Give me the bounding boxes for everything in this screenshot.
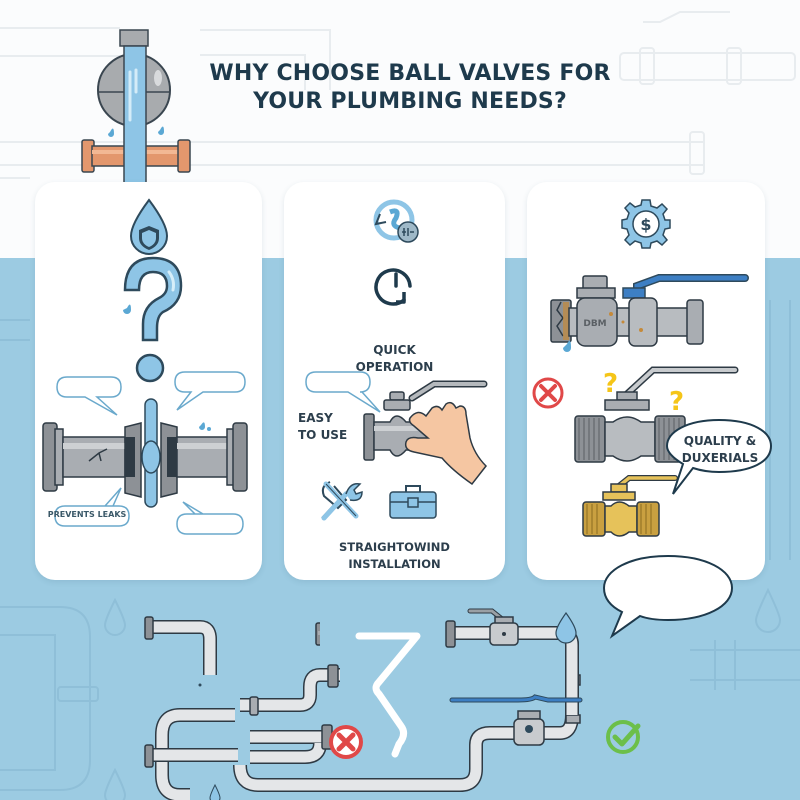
wrench-screwdriver-icon xyxy=(321,481,363,521)
installation-line-2: INSTALLATION xyxy=(348,557,441,571)
page-title-line-2: YOUR PLUMBING NEEDS? xyxy=(253,89,567,114)
quality-speech-bubble xyxy=(665,418,773,495)
water-drop-shield-icon xyxy=(129,198,169,255)
page-title: WHY CHOOSE BALL VALVES FOR YOUR PLUMBING… xyxy=(180,60,640,116)
quality-line-2: DUXERIALS xyxy=(681,451,759,465)
pipe-comparison-scene xyxy=(144,608,583,800)
zigzag-arrow xyxy=(355,632,421,758)
clock-icon xyxy=(374,268,412,306)
card-ease-of-use: QUICK OPERATION EASY TO USE STRAIGHTOWIN… xyxy=(284,182,505,580)
easy-to-use-line-1: EASY xyxy=(298,411,333,425)
svg-text:?: ? xyxy=(669,387,684,417)
error-x-icon xyxy=(532,377,564,409)
broken-pipes-x-icon xyxy=(329,725,363,759)
easy-to-use-line-2: TO USE xyxy=(298,428,348,442)
empty-speech-bubble xyxy=(602,554,734,639)
easy-to-use-label: EASY TO USE xyxy=(298,410,358,444)
speech-bubble-prevents-leaks xyxy=(54,487,130,527)
svg-text:$: $ xyxy=(640,215,651,234)
svg-text:DBM: DBM xyxy=(583,319,606,329)
quality-line-1: QUALITY & xyxy=(683,434,757,448)
broken-pipe-illustration xyxy=(42,398,248,508)
toolbox-icon xyxy=(389,485,437,519)
speech-bubble-top-left xyxy=(56,376,122,416)
rotate-valve-icon xyxy=(373,199,419,243)
page-title-line-1: WHY CHOOSE BALL VALVES FOR xyxy=(209,61,611,86)
installation-line-1: STRAIGHTOWIND xyxy=(339,540,450,554)
question-mark-icon xyxy=(123,256,183,383)
brass-ball-valve xyxy=(582,475,678,537)
speech-bubble-easy xyxy=(305,371,381,413)
quality-bubble-text: QUALITY & DUXERIALS xyxy=(677,433,763,467)
installation-label: STRAIGHTOWIND INSTALLATION xyxy=(284,539,505,573)
hero-ball-valve-illustration xyxy=(81,29,191,187)
card-leak-prevention: PREVENTS LEAKS xyxy=(35,182,262,580)
quick-operation-line-2: OPERATION xyxy=(355,360,434,374)
hand-turning-valve-illustration xyxy=(363,380,488,486)
svg-text:?: ? xyxy=(603,369,618,399)
working-pipes-check-icon xyxy=(606,720,641,754)
quick-operation-line-1: QUICK xyxy=(373,343,416,357)
speech-bubble-top-right xyxy=(174,371,246,411)
rusted-ball-valve: DBM xyxy=(550,274,749,352)
prevents-leaks-label: PREVENTS LEAKS xyxy=(47,510,127,519)
card-cost-quality: $ DBM ? ? QUALI xyxy=(527,182,773,580)
speech-bubble-bottom-right xyxy=(176,501,244,535)
quick-operation-heading: QUICK OPERATION xyxy=(284,342,505,376)
gear-dollar-icon: $ xyxy=(621,199,671,249)
